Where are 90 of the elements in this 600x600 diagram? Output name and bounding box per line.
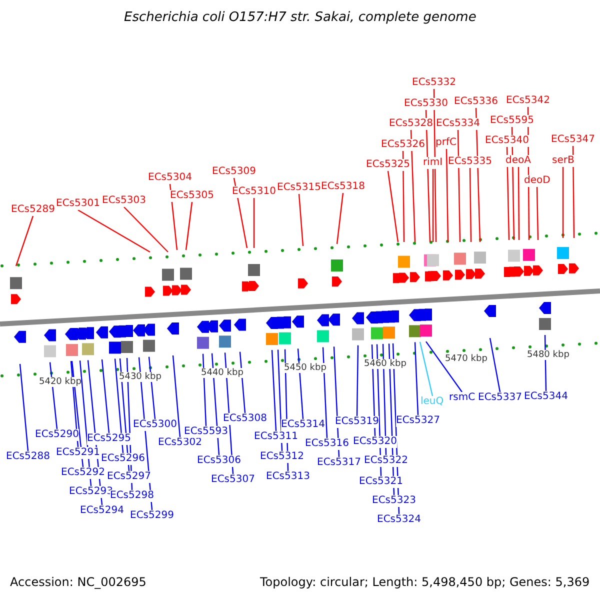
axis-tick-label: 5450 kbp	[284, 363, 326, 374]
leader-line	[506, 146, 510, 240]
gene-label: ECs5316	[305, 438, 349, 450]
gene-label: ECs5593	[184, 426, 228, 438]
gene-label: ECs5340	[485, 135, 529, 147]
leader-line	[172, 355, 181, 438]
gene-label: serB	[552, 155, 574, 167]
gene-label: ECs5335	[448, 156, 492, 168]
leader-line	[298, 194, 304, 246]
gene-label: deoA	[506, 155, 531, 167]
gene-label: ECs5314	[281, 419, 325, 431]
gene-label: ECs5305	[170, 190, 214, 202]
axis-tick-label: 5460 kbp	[364, 358, 406, 369]
leader-line	[446, 148, 449, 242]
gene-label: ECs5330	[404, 98, 448, 110]
leader-line	[572, 146, 575, 238]
gene-label: ECs5318	[321, 181, 365, 193]
gene-label: ECs5304	[148, 172, 192, 184]
gene-label: deoD	[524, 175, 550, 187]
leader-line	[457, 130, 461, 242]
leader-line	[336, 192, 344, 244]
leader-line	[536, 186, 539, 240]
leader-line	[425, 110, 431, 242]
gene-label: ECs5298	[110, 490, 154, 502]
gene-label: ECs5327	[396, 415, 440, 427]
axis-tick-label: 5440 kbp	[201, 368, 244, 378]
gene-label: ECs5290	[35, 429, 79, 441]
gene-label: ECs5309	[212, 166, 256, 178]
leader-line	[277, 350, 283, 452]
leader-line	[518, 167, 520, 240]
gene-label: ECs5323	[372, 495, 416, 507]
gene-label: ECs5308	[223, 413, 267, 425]
leader-line	[410, 130, 416, 242]
gene-label: ECs5325	[366, 159, 410, 171]
gene-label: ECs5319	[335, 416, 379, 428]
leader-line	[433, 89, 437, 242]
leader-line	[101, 359, 110, 434]
axis-tick-label: 5470 kbp	[445, 354, 488, 364]
gene-label: ECs5306	[197, 455, 241, 467]
gene-label: ECs5300	[133, 419, 177, 431]
gene-label: rimI	[423, 157, 443, 169]
gene-label: ECs5312	[260, 451, 304, 463]
leader-line	[19, 364, 29, 452]
leader-line	[253, 198, 255, 248]
gene-label: ECs5326	[381, 139, 425, 151]
gene-label: ECs5334	[436, 118, 480, 130]
leader-line	[414, 342, 419, 416]
gene-label: ECs5292	[61, 467, 105, 479]
axis-tick-label: 5430 kbp	[119, 372, 162, 382]
gene-label: ECs5310	[232, 186, 276, 198]
diagram-title: Escherichia coli O157:H7 str. Sakai, complete genome	[124, 10, 476, 26]
leader-line	[356, 345, 359, 416]
gene-label: ECs5322	[364, 455, 408, 467]
axis-tick-label: 5480 kbp	[527, 350, 570, 360]
gene-label: ECs5289	[11, 204, 55, 216]
gene-label: ECs5321	[359, 476, 403, 488]
genome-info-text: Topology: circular; Length: 5,498,450 bp; Genes: 5,369	[260, 575, 590, 589]
leader-line	[271, 350, 277, 432]
leader-line	[114, 358, 124, 454]
leader-line	[469, 168, 472, 242]
gene-label: ECs5303	[102, 195, 146, 207]
gene-label: ECs5328	[389, 118, 433, 130]
gene-label: prfC	[436, 137, 456, 149]
gene-label: ECs5320	[353, 436, 397, 448]
leader-line	[124, 206, 168, 252]
leader-line	[544, 335, 547, 392]
gene-label: ECs5311	[254, 431, 298, 443]
leader-line	[322, 347, 328, 438]
leader-line	[489, 338, 501, 392]
leader-line	[426, 341, 462, 392]
leader-line	[432, 169, 434, 242]
leader-line	[419, 342, 434, 396]
leader-line	[402, 151, 405, 242]
gene-label: ECs5296	[101, 453, 145, 465]
gene-label: leuQ	[420, 396, 444, 408]
leader-line	[387, 170, 399, 242]
accession-text: Accession: NC_002695	[10, 575, 146, 589]
gene-label: ECs5295	[87, 433, 131, 445]
leader-line	[148, 356, 156, 420]
gene-label: ECs5297	[107, 471, 151, 483]
gene-label: ECs5291	[56, 447, 100, 459]
leader-line	[297, 348, 304, 420]
leader-line	[202, 354, 207, 426]
leader-line	[15, 216, 34, 266]
gene-label: ECs5301	[56, 198, 100, 210]
leader-line	[562, 167, 564, 238]
gene-label: ECs5595	[490, 115, 534, 127]
leader-line	[185, 202, 193, 250]
axis-tick-label: 5420 kbp	[39, 376, 82, 387]
leader-line	[78, 209, 150, 253]
